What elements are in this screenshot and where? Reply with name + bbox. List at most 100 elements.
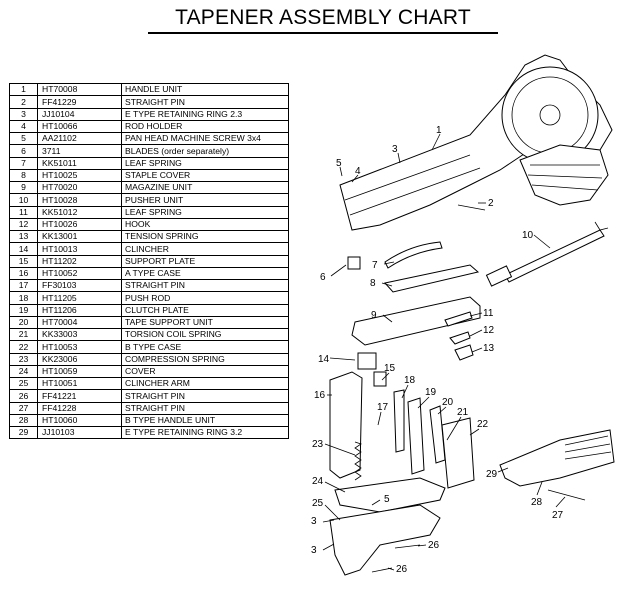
callout-26b: 26 xyxy=(396,564,408,575)
magazine-unit-part xyxy=(351,296,481,346)
callout-3b: 3 xyxy=(311,516,317,527)
part-description: MAGAZINE UNIT xyxy=(121,180,289,195)
support-plate-part xyxy=(373,371,387,387)
callout-22: 22 xyxy=(477,419,489,430)
part-description: CLINCHER xyxy=(121,242,289,256)
pusher-unit-part xyxy=(485,221,609,287)
chart-title: TAPENER ASSEMBLY CHART xyxy=(175,6,471,29)
part-description: PUSHER UNIT xyxy=(121,193,289,207)
part-description: LEAF SPRING xyxy=(121,205,289,219)
callout-25: 25 xyxy=(312,498,324,509)
leaf-spring-small-part xyxy=(444,311,473,327)
part-description: HOOK xyxy=(121,217,289,232)
part-description: PAN HEAD MACHINE SCREW 3x4 xyxy=(121,131,289,146)
callout-26a: 26 xyxy=(428,540,440,551)
part-description: BLADES (order separately) xyxy=(121,144,289,158)
part-number: 10 xyxy=(9,193,38,207)
callout-19: 19 xyxy=(425,387,437,398)
part-number: 11 xyxy=(9,205,38,219)
callout-28: 28 xyxy=(531,497,543,508)
callout-4: 4 xyxy=(355,166,361,177)
leader-lines xyxy=(322,133,566,571)
callout-2: 2 xyxy=(488,198,494,209)
callout-12: 12 xyxy=(483,325,495,336)
a-type-case-part xyxy=(329,371,363,479)
cover-part xyxy=(334,477,446,513)
callout-17: 17 xyxy=(377,402,389,413)
part-number: 9 xyxy=(9,180,38,195)
callout-14: 14 xyxy=(318,354,330,365)
callout-21: 21 xyxy=(457,407,469,418)
pin-part-26a xyxy=(394,544,421,549)
b-type-handle-part xyxy=(499,429,615,487)
callout-27: 27 xyxy=(552,510,564,521)
pin-part-2 xyxy=(457,204,486,211)
part-number: 7 xyxy=(9,156,38,170)
callout-29: 29 xyxy=(486,469,498,480)
callout-7: 7 xyxy=(372,260,378,271)
part-code: HT10013 xyxy=(37,242,122,256)
callout-20: 20 xyxy=(442,397,454,408)
blades-part xyxy=(347,256,361,270)
part-code: KK51011 xyxy=(37,156,122,170)
clincher-part xyxy=(357,352,377,370)
callout-23: 23 xyxy=(312,439,324,450)
callout-13: 13 xyxy=(483,343,495,354)
push-rod-part xyxy=(393,389,405,453)
handle-unit-part xyxy=(339,54,613,231)
part-description: ROD HOLDER xyxy=(121,119,289,134)
callout-6: 6 xyxy=(320,272,326,283)
callout-3: 3 xyxy=(392,144,398,155)
part-code: HT70020 xyxy=(37,180,122,195)
staple-cover-part xyxy=(384,264,480,293)
callout-3c: 3 xyxy=(311,545,317,556)
part-code: 3711 xyxy=(37,144,122,158)
callout-1: 1 xyxy=(436,125,442,136)
part-number: 5 xyxy=(9,131,38,146)
callout-5: 5 xyxy=(336,158,342,169)
tension-spring-part xyxy=(454,344,474,361)
callout-8: 8 xyxy=(370,278,376,289)
hook-part xyxy=(449,331,471,345)
title-underline xyxy=(148,32,498,34)
callout-5b: 5 xyxy=(384,494,390,505)
part-code: KK51012 xyxy=(37,205,122,219)
part-description: LEAF SPRING xyxy=(121,156,289,170)
clincher-arm-part xyxy=(329,504,441,576)
pin-part-27 xyxy=(547,489,586,501)
callout-15: 15 xyxy=(384,363,396,374)
compression-spring-part xyxy=(354,441,362,481)
callout-18: 18 xyxy=(404,375,416,386)
part-description: TENSION SPRING xyxy=(121,229,289,244)
callout-9: 9 xyxy=(371,310,377,321)
callout-10: 10 xyxy=(522,230,534,241)
b-type-case-part xyxy=(441,417,475,489)
pin-part-26b xyxy=(371,567,393,573)
callout-11: 11 xyxy=(483,308,494,319)
callout-16: 16 xyxy=(314,390,326,401)
part-description: STAPLE COVER xyxy=(121,168,289,183)
